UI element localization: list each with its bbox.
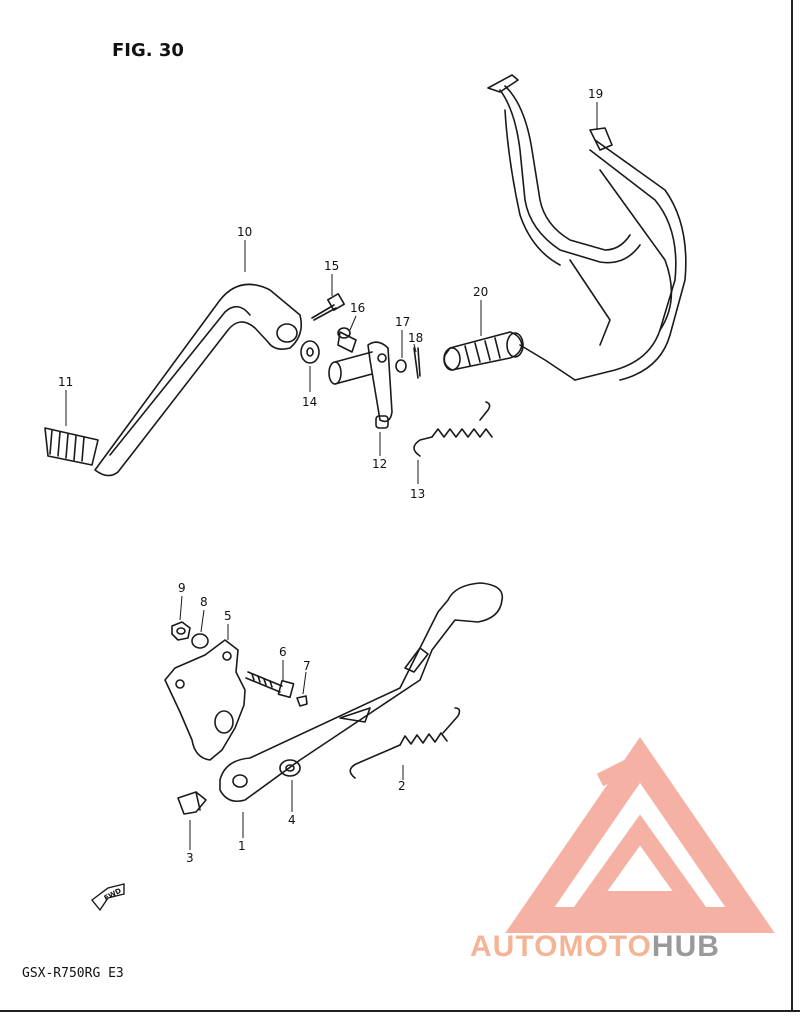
model-code: GSX-R750RG E3 bbox=[22, 966, 124, 981]
watermark-logo bbox=[505, 737, 775, 933]
callout-1: 1 bbox=[238, 839, 246, 853]
cotter-pin-18 bbox=[413, 347, 421, 379]
callout-3: 3 bbox=[186, 851, 194, 865]
callout-9: 9 bbox=[178, 581, 186, 595]
spring-13 bbox=[413, 401, 493, 457]
callout-19: 19 bbox=[588, 87, 603, 101]
bolt-3 bbox=[177, 791, 207, 815]
figure-title: FIG. 30 bbox=[112, 40, 184, 61]
callout-8: 8 bbox=[200, 595, 208, 609]
brake-pedal bbox=[44, 283, 303, 477]
callout-18: 18 bbox=[408, 331, 423, 345]
callout-13: 13 bbox=[410, 487, 425, 501]
spring-2 bbox=[349, 707, 461, 779]
side-stand-1 bbox=[219, 582, 504, 803]
watermark-text-part2: HUB bbox=[651, 930, 720, 963]
callout-12: 12 bbox=[372, 457, 387, 471]
washer-8 bbox=[191, 633, 209, 649]
part-7 bbox=[296, 695, 308, 707]
callout-15: 15 bbox=[324, 259, 339, 273]
washer-17 bbox=[395, 359, 407, 373]
callout-20: 20 bbox=[473, 285, 488, 299]
washer-14 bbox=[300, 340, 320, 364]
callout-10: 10 bbox=[237, 225, 252, 239]
callout-16: 16 bbox=[350, 301, 365, 315]
callout-4: 4 bbox=[288, 813, 296, 827]
bolt-15 bbox=[311, 293, 345, 321]
frame-19 bbox=[487, 74, 687, 381]
nut-9 bbox=[171, 621, 191, 641]
bottom-border bbox=[0, 1010, 800, 1012]
callout-5: 5 bbox=[224, 609, 232, 623]
callout-17: 17 bbox=[395, 315, 410, 329]
forward-arrow-icon: FWD bbox=[91, 883, 125, 912]
callout-7: 7 bbox=[303, 659, 311, 673]
watermark-text: AUTOMOTOHUB bbox=[470, 930, 720, 964]
bracket-5 bbox=[164, 639, 246, 761]
lever-12 bbox=[328, 341, 393, 429]
callout-14: 14 bbox=[302, 395, 317, 409]
callout-6: 6 bbox=[279, 645, 287, 659]
watermark-text-part1: AUTOMOTO bbox=[470, 930, 652, 963]
pin-16 bbox=[337, 327, 357, 353]
footpeg-20 bbox=[443, 331, 524, 371]
callouts: 1 2 3 4 5 6 7 8 9 10 11 12 13 14 15 16 1… bbox=[58, 87, 603, 865]
bolt-6 bbox=[245, 671, 295, 699]
callout-11: 11 bbox=[58, 375, 73, 389]
collar-4 bbox=[279, 759, 301, 777]
right-border bbox=[791, 0, 793, 1010]
callout-2: 2 bbox=[398, 779, 406, 793]
